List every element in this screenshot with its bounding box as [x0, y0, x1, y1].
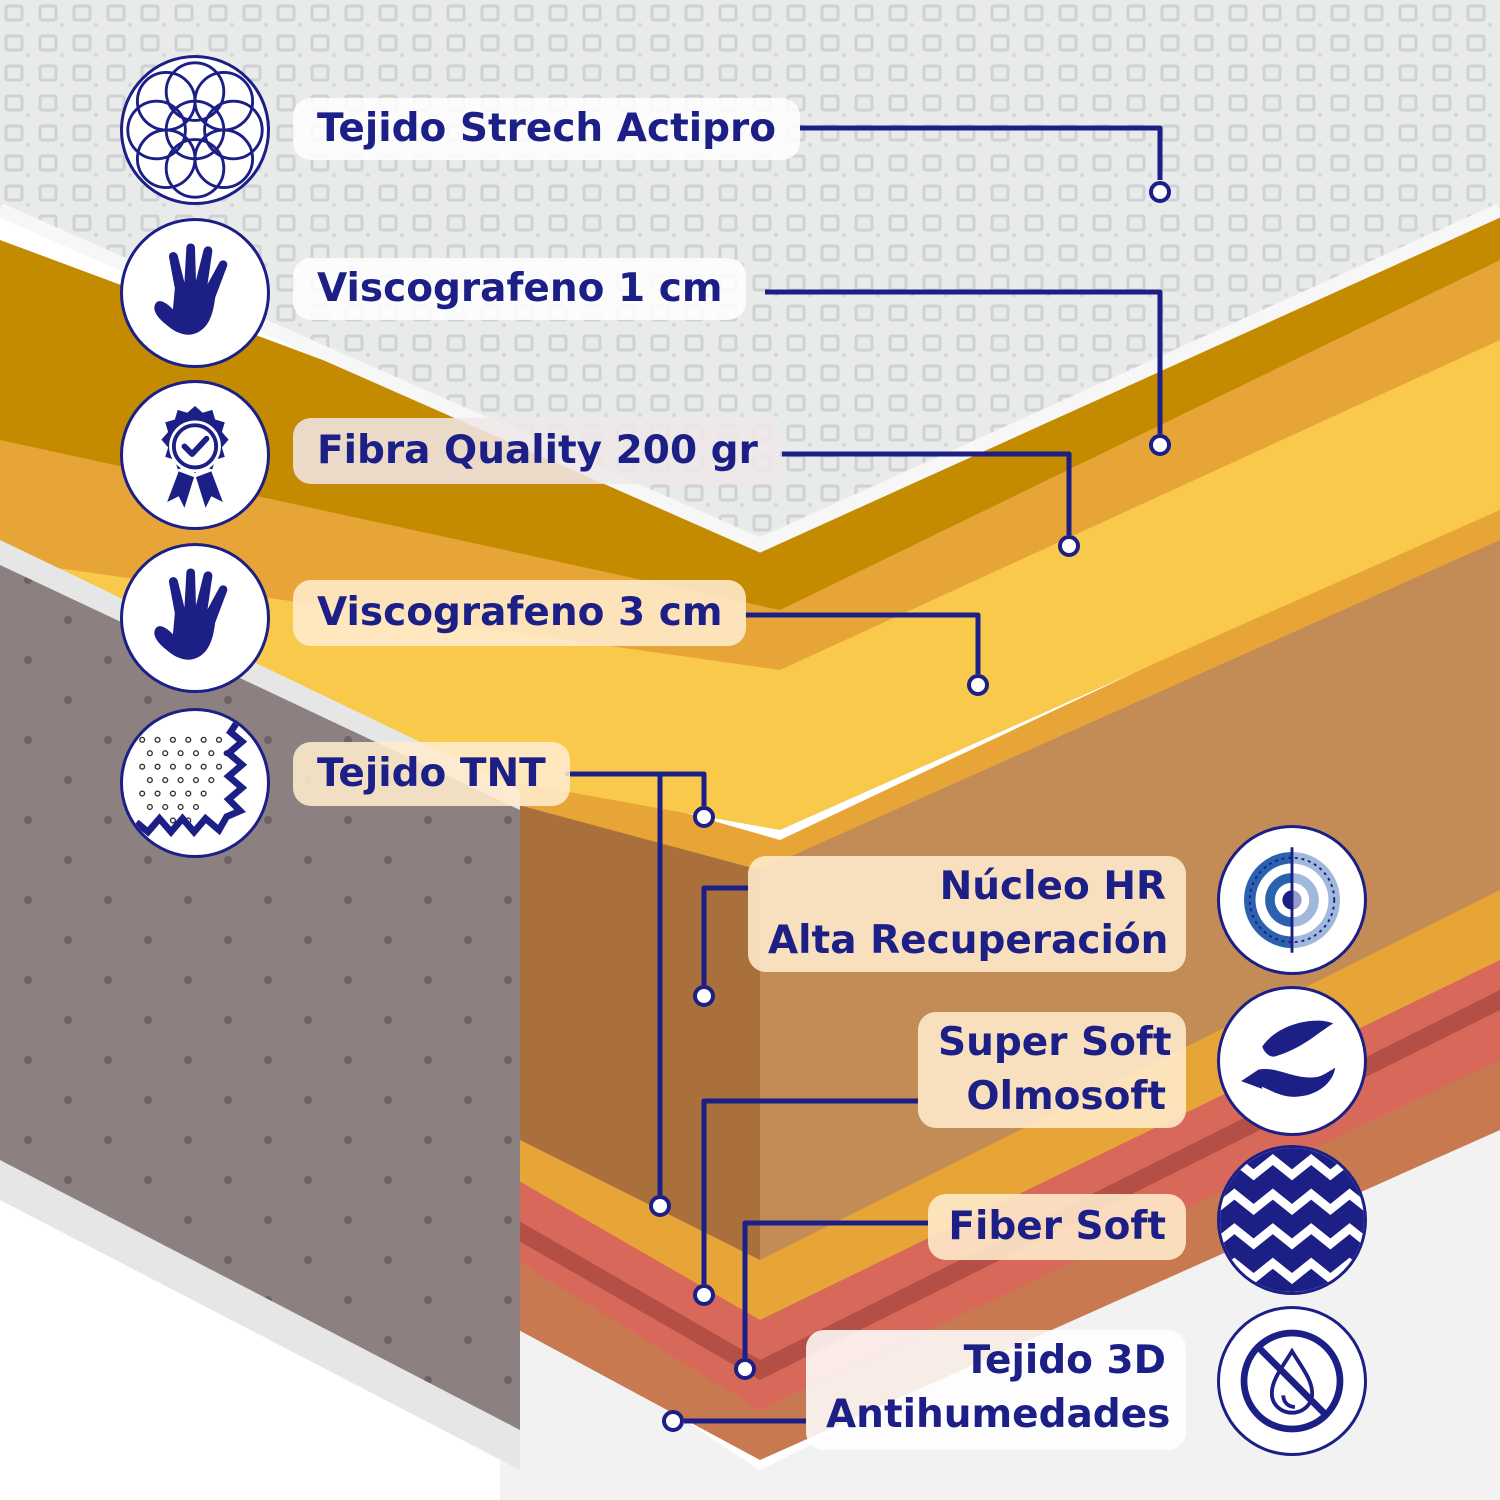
layer-viscografeno-1 [0, 190, 1500, 610]
leader-dot [1149, 181, 1171, 203]
label-super-soft-line2: Olmosoft [966, 1074, 1166, 1119]
hand-print-icon [120, 543, 270, 693]
feather-hand-icon [1217, 986, 1367, 1136]
label-super-soft-line1: Super Soft [938, 1020, 1172, 1065]
no-moisture-drop-icon [1217, 1306, 1367, 1456]
leader-dot [662, 1410, 684, 1432]
label-viscografeno-3cm: Viscografeno 3 cm [293, 580, 747, 646]
leader-line-nucleo [701, 885, 748, 985]
interlocking-circles-icon [120, 55, 270, 205]
hand-print-icon [120, 218, 270, 368]
label-super-soft: Super Soft Olmosoft [918, 1012, 1186, 1128]
leader-dot [693, 985, 715, 1007]
label-fiber-soft: Fiber Soft [928, 1194, 1186, 1260]
layer-fibra-quality [0, 250, 1500, 670]
leader-dot [1149, 434, 1171, 456]
leader-line-fibersoft [742, 1220, 928, 1358]
leader-dot [967, 674, 989, 696]
concentric-target-icon [1217, 825, 1367, 975]
leader-dot [693, 1284, 715, 1306]
leader-line-supersoft [701, 1098, 918, 1284]
quality-badge-check-icon [120, 380, 270, 530]
leader-line-fibra [780, 451, 1072, 535]
label-nucleo-hr: Núcleo HR Alta Recuperación [748, 856, 1186, 972]
leader-dot [649, 1195, 671, 1217]
dotted-fabric-icon [120, 708, 270, 858]
leader-dot [734, 1358, 756, 1380]
leader-lines [565, 125, 1163, 1424]
zigzag-waves-icon [1217, 1145, 1367, 1295]
label-fibra-quality: Fibra Quality 200 gr [293, 418, 782, 484]
label-viscografeno-1cm: Viscografeno 1 cm [293, 258, 747, 320]
label-tejido-3d-line2: Antihumedades [826, 1392, 1171, 1437]
leader-line-strech [800, 125, 1163, 180]
layer-viscografeno-3 [0, 330, 1500, 830]
label-tejido-strech-actipro: Tejido Strech Actipro [293, 98, 801, 160]
layer-nucleo-hr-front [500, 790, 760, 1260]
leader-line-visco1 [765, 289, 1163, 434]
label-nucleo-hr-line1: Núcleo HR [939, 864, 1166, 909]
leader-line-tnt [565, 771, 707, 806]
label-nucleo-hr-line2: Alta Recuperación [768, 918, 1169, 963]
leader-dot [693, 806, 715, 828]
leader-dots [649, 181, 1171, 1432]
leader-dot [1058, 535, 1080, 557]
leader-line-visco3 [745, 612, 981, 674]
label-tejido-tnt: Tejido TNT [293, 742, 570, 806]
side-fabric-edge [0, 1160, 520, 1470]
label-tejido-3d-line1: Tejido 3D [963, 1338, 1166, 1383]
label-tejido-3d: Tejido 3D Antihumedades [806, 1330, 1186, 1450]
